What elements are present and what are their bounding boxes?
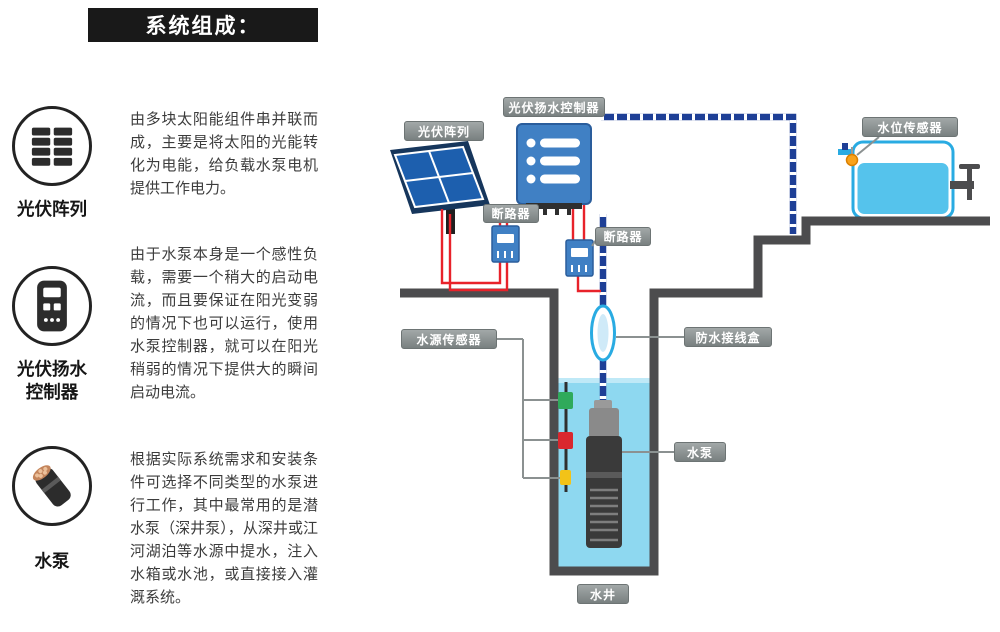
diagram-label-junction-box: 防水接线盒 <box>684 327 772 347</box>
callout-lines <box>497 136 880 479</box>
controller-icon-circle <box>12 266 92 346</box>
tank-valve-handle <box>959 164 980 169</box>
legend-label-pump: 水泵 <box>34 551 70 571</box>
pv-array-icon-circle <box>12 106 92 186</box>
solar-panel <box>390 141 490 234</box>
float-sensor-ball <box>845 153 859 167</box>
diagram-label-well: 水井 <box>577 584 629 604</box>
diagram-label-controller: 光伏扬水控制器 <box>503 97 605 117</box>
legend-desc-controller: 由于水泵本身是一个感性负载，需要一个稍大的启动电流，而且要保证在阳光变弱的情况下… <box>130 246 318 401</box>
pump-cable-icon <box>32 465 71 507</box>
legend-label-controller: 光伏扬水控制器 <box>17 359 87 402</box>
diagram-label-water-source-sensor: 水源传感器 <box>401 329 497 349</box>
ground-outline <box>400 216 990 576</box>
diagram-label-pv-array: 光伏阵列 <box>404 121 484 141</box>
water-source-sensors <box>558 382 573 492</box>
diagram-label-breaker-top: 断路器 <box>483 204 539 223</box>
circuit-breaker-right <box>565 239 594 277</box>
circuit-breaker-top <box>491 225 520 263</box>
pump-icon-circle <box>12 446 92 526</box>
submersible-pump <box>586 400 622 548</box>
page-title: 系统组成： <box>88 8 318 42</box>
diagram-label-breaker-right: 断路器 <box>595 227 651 246</box>
controller-box <box>516 123 592 215</box>
solar-panel-icon <box>31 127 73 166</box>
controller-icon <box>37 280 67 332</box>
junction-box-float <box>590 304 616 362</box>
pipe-lines <box>599 113 797 412</box>
diagram-label-water-level-sensor: 水位传感器 <box>862 117 958 137</box>
water-tank <box>838 140 980 220</box>
tank-valve-stem <box>967 168 972 200</box>
legend-desc-pump: 根据实际系统需求和安装条件可选择不同类型的水泵进行工作，其中最常用的是潜水泵（深… <box>130 451 318 606</box>
legend-label-pv-array: 光伏阵列 <box>17 199 87 219</box>
tank-outlet-pipe <box>950 181 974 189</box>
legend-desc-pv-array: 由多块太阳能组件串并联而成，主要是将太阳的光能转化为电能，给负载水泵电机提供工作… <box>130 111 318 197</box>
diagram-label-pump: 水泵 <box>674 442 726 462</box>
